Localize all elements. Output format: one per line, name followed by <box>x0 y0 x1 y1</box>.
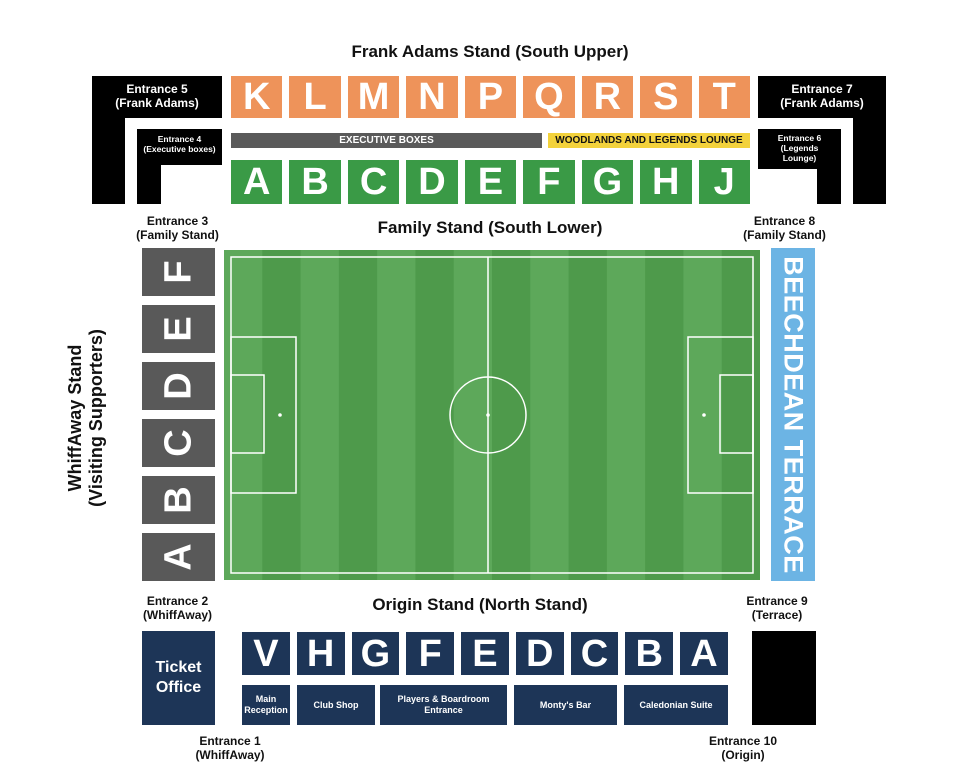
frank-adams-block-p: P <box>464 76 517 118</box>
origin-block-b: B <box>625 632 674 675</box>
origin-block-v: V <box>242 632 290 675</box>
frank-adams-stand-title: Frank Adams Stand (South Upper) <box>351 42 629 61</box>
entrance-2-label: Entrance 2(WhiffAway) <box>142 594 213 622</box>
pitch-stripe <box>645 250 684 580</box>
family-stand-block-j: J <box>698 160 750 204</box>
family-stand-block-f: F <box>523 160 575 204</box>
whiffaway-stand-title: WhiffAway Stand(Visiting Supporters) <box>65 329 106 507</box>
family-stand-block-a: A <box>231 160 283 204</box>
origin-block-f: F <box>406 632 455 675</box>
entrance-9-label: Entrance 9(Terrace) <box>746 594 808 622</box>
entrance-5-stem <box>92 76 125 204</box>
entrance-7-label: Entrance 7(Frank Adams) <box>780 82 864 110</box>
pitch-stripe <box>568 250 607 580</box>
entrance-1-label: Entrance 1(WhiffAway) <box>195 734 265 762</box>
whiffaway-block-label: E <box>157 316 200 342</box>
entrance-7-stem <box>853 76 886 204</box>
family-stand-block-d: D <box>406 160 458 204</box>
centre-circle <box>449 376 527 454</box>
family-stand-title: Family Stand (South Lower) <box>377 218 603 237</box>
frank-adams-block-k: K <box>231 76 283 118</box>
pitch-stripe <box>415 250 454 580</box>
frank-adams-block-r: R <box>581 76 634 118</box>
left-penalty-spot <box>278 413 282 417</box>
origin-block-c: C <box>570 632 619 675</box>
frank-adams-block-s: S <box>640 76 692 118</box>
origin-block-d: D <box>515 632 564 675</box>
beechdean-terrace: BEECHDEAN TERRACE <box>771 248 815 581</box>
whiffaway-block-label: A <box>157 543 200 571</box>
entrance-6-stem <box>817 129 841 204</box>
family-stand-block-h: H <box>640 160 692 204</box>
whiffaway-block-c: C <box>142 419 215 467</box>
pitch-stripe <box>338 250 378 580</box>
entrance-4-label: Entrance 4(Executive boxes) <box>143 134 216 154</box>
club-shop: Club Shop <box>297 685 375 725</box>
origin-stand-title: Origin Stand (North Stand) <box>372 595 588 614</box>
whiffaway-block-d: D <box>142 362 215 410</box>
pitch-stripe <box>492 250 531 580</box>
origin-block-e: E <box>461 632 509 675</box>
origin-block-g: G <box>351 632 400 675</box>
montys-bar: Monty's Bar <box>514 685 617 725</box>
whiffaway-block-label: D <box>157 372 200 400</box>
whiffaway-block-label: F <box>157 260 200 284</box>
pitch-markings <box>230 256 754 574</box>
family-stand-block-b: B <box>289 160 341 204</box>
pitch-stripes <box>262 250 760 580</box>
entrance-5-label: Entrance 5(Frank Adams) <box>115 82 199 110</box>
right-goal-area <box>719 374 754 454</box>
whiffaway-blocks: F E D C B A <box>142 248 215 581</box>
origin-block-h: H <box>296 632 345 675</box>
left-goal-area <box>230 374 265 454</box>
executive-boxes-bar: EXECUTIVE BOXES <box>231 133 542 148</box>
whiffaway-block-f: F <box>142 248 215 296</box>
entrance-4-stem <box>137 129 161 204</box>
entrance-8-label: Entrance 8(Family Stand) <box>743 214 826 242</box>
frank-adams-block-q: Q <box>523 76 575 118</box>
whiffaway-block-e: E <box>142 305 215 353</box>
woodlands-lounge-bar: WOODLANDS AND LEGENDS LOUNGE <box>548 133 750 148</box>
family-stand-block-e: E <box>464 160 517 204</box>
frank-adams-block-m: M <box>347 76 400 118</box>
football-pitch <box>224 250 760 580</box>
whiffaway-block-label: C <box>157 429 200 457</box>
centre-spot <box>486 413 490 417</box>
family-stand-block-g: G <box>581 160 634 204</box>
entrance-9-block <box>752 631 816 725</box>
whiffaway-block-b: B <box>142 476 215 524</box>
frank-adams-block-l: L <box>289 76 341 118</box>
frank-adams-block-n: N <box>406 76 458 118</box>
caledonian-suite: Caledonian Suite <box>624 685 728 725</box>
right-penalty-spot <box>702 413 706 417</box>
pitch-stripe <box>721 250 760 580</box>
entrance-3-label: Entrance 3(Family Stand) <box>136 214 219 242</box>
entrance-10-label: Entrance 10(Origin) <box>708 734 778 762</box>
beechdean-terrace-label: BEECHDEAN TERRACE <box>778 255 809 574</box>
whiffaway-block-a: A <box>142 533 215 581</box>
family-stand-block-c: C <box>347 160 400 204</box>
origin-block-a: A <box>680 632 728 675</box>
whiffaway-block-label: B <box>157 486 200 514</box>
frank-adams-block-t: T <box>698 76 750 118</box>
